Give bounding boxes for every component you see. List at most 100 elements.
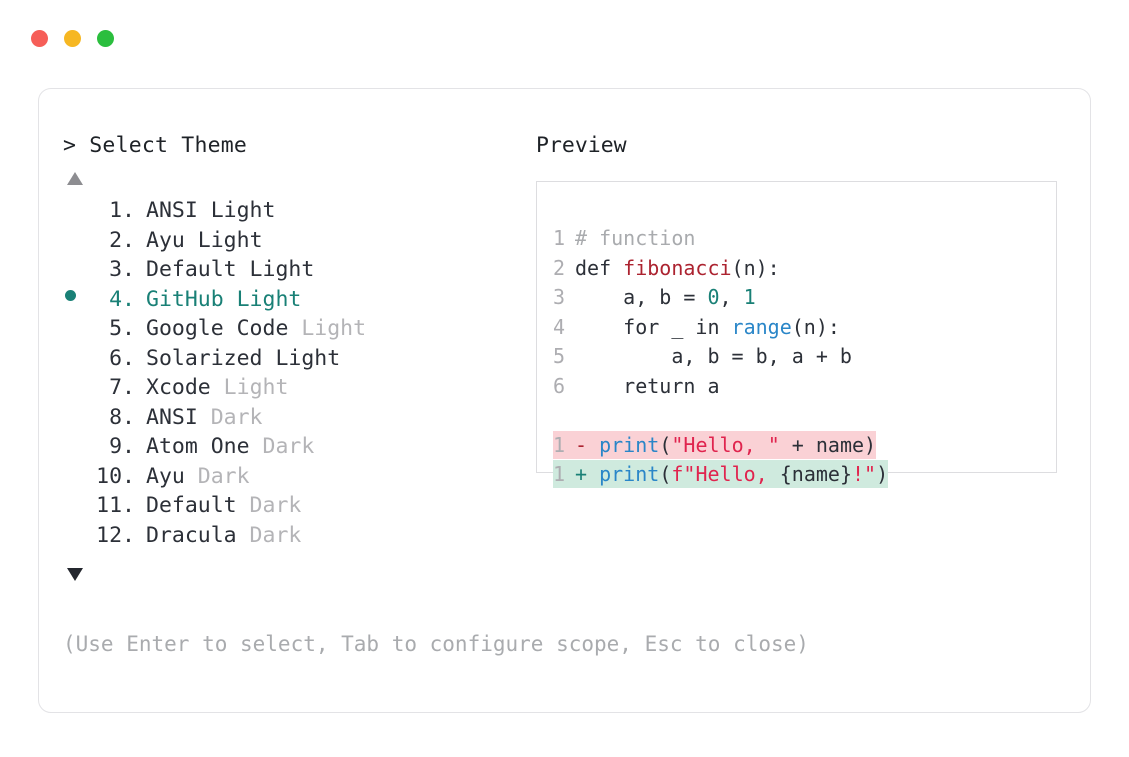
theme-item-name: Google Code xyxy=(146,316,289,341)
theme-item-index: 2. xyxy=(109,227,135,253)
theme-list-item[interactable]: 10. Ayu Dark xyxy=(63,464,533,494)
keyboard-hint: (Use Enter to select, Tab to configure s… xyxy=(63,632,809,656)
line-number: 6 xyxy=(553,373,566,398)
theme-item-index: 6. xyxy=(109,345,135,371)
line-number: 1 xyxy=(553,432,566,457)
theme-item-name: Default xyxy=(146,493,237,518)
select-theme-prompt: > Select Theme xyxy=(63,133,248,158)
diff-line-add: 1+ print(f"Hello, {name}!") xyxy=(553,460,1056,490)
code-token: print xyxy=(599,432,660,457)
diff-sign: - xyxy=(575,432,600,457)
theme-item-name: Solarized xyxy=(146,345,263,371)
code-token: (n): xyxy=(791,314,840,339)
code-token: "Hello, " xyxy=(671,432,780,457)
theme-list-item[interactable]: 9.Atom One Dark xyxy=(63,434,533,464)
theme-item-index: 12. xyxy=(96,522,135,548)
selection-bullet-icon xyxy=(65,289,76,301)
theme-item-name: Atom One xyxy=(146,434,250,459)
theme-list-item[interactable]: 1.ANSI Light xyxy=(63,198,533,228)
line-number: 1 xyxy=(553,226,566,250)
close-dot[interactable] xyxy=(31,30,48,47)
code-token: (n): xyxy=(731,255,780,280)
code-token: return a xyxy=(575,373,720,398)
theme-list-item[interactable]: 12.Dracula Dark xyxy=(63,523,533,553)
code-line: 4 for _ in range(n): xyxy=(553,313,1056,343)
theme-item-variant: Dark xyxy=(197,404,263,430)
code-token: ) xyxy=(876,462,889,486)
code-token: !" xyxy=(851,462,877,486)
code-line: 3 a, b = 0, 1 xyxy=(553,283,1056,313)
theme-item-variant: Light xyxy=(236,257,315,282)
diff-line-del: 1- print("Hello, " + name) xyxy=(553,430,1056,461)
theme-item-index: 5. xyxy=(109,316,135,341)
code-line: 5 a, b = b, a + b xyxy=(553,342,1056,372)
theme-item-variant: Light xyxy=(210,375,289,400)
code-token: , xyxy=(719,285,744,309)
theme-item-name: Default xyxy=(146,257,237,282)
line-number: 3 xyxy=(553,285,566,309)
theme-item-index: 3. xyxy=(109,257,135,282)
minimize-dot[interactable] xyxy=(64,30,81,47)
window-titlebar xyxy=(31,30,114,47)
diff-highlight: 1+ print(f"Hello, {name}!") xyxy=(553,460,889,488)
theme-list-item[interactable]: 5. Google Code Light xyxy=(63,316,533,346)
theme-item-variant: Dark xyxy=(249,434,315,459)
code-token: {name} xyxy=(779,462,852,486)
theme-item-name: Ayu xyxy=(146,227,185,253)
preview-label: Preview xyxy=(536,133,627,158)
code-token: print xyxy=(599,462,660,486)
theme-item-name: ANSI xyxy=(146,198,198,223)
code-line: 1 # function xyxy=(553,224,1056,254)
theme-list-item[interactable]: 7. Xcode Light xyxy=(63,375,533,405)
code-token: a, b = b, a + b xyxy=(575,344,852,368)
theme-item-index: 4. xyxy=(109,286,135,312)
code-token: for _ in xyxy=(575,314,732,339)
code-token: 1 xyxy=(743,285,756,309)
theme-list-item[interactable]: 4.GitHub Light xyxy=(63,287,533,317)
theme-item-variant: Light xyxy=(197,198,276,223)
code-token: 0 xyxy=(707,285,720,309)
code-line: 6 return a xyxy=(553,372,1056,402)
maximize-dot[interactable] xyxy=(97,30,114,47)
diff-sign: + xyxy=(575,462,600,486)
code-blank-line xyxy=(553,401,1056,431)
theme-item-index: 11. xyxy=(96,493,135,518)
code-token: + name) xyxy=(779,432,877,457)
line-number: 1 xyxy=(553,462,566,486)
triangle-up-icon[interactable] xyxy=(67,172,83,185)
code-token: ( xyxy=(659,462,672,486)
theme-item-name: Xcode xyxy=(146,375,211,400)
diff-highlight: 1- print("Hello, " + name) xyxy=(553,430,877,459)
theme-item-index: 7. xyxy=(109,375,135,400)
theme-item-variant: Light xyxy=(288,316,367,341)
theme-item-name: Ayu xyxy=(146,463,185,489)
line-number: 4 xyxy=(553,314,566,339)
theme-list-item[interactable]: 2.Ayu Light xyxy=(63,228,533,258)
theme-item-name: ANSI xyxy=(146,404,198,430)
theme-item-variant: Light xyxy=(262,345,341,371)
theme-list-item[interactable]: 6. Solarized Light xyxy=(63,346,533,376)
code-token: ( xyxy=(659,432,672,457)
code-token: def xyxy=(575,255,624,280)
selection-bullet-slot xyxy=(63,289,89,306)
code-token: # function xyxy=(575,226,696,250)
line-number: 5 xyxy=(553,344,566,368)
code-line: 2 def fibonacci(n): xyxy=(553,254,1056,284)
theme-item-variant: Light xyxy=(223,286,302,312)
theme-list-item[interactable]: 3. Default Light xyxy=(63,257,533,287)
theme-item-index: 8. xyxy=(109,404,135,430)
theme-list-item[interactable]: 11. Default Dark xyxy=(63,493,533,523)
triangle-down-icon[interactable] xyxy=(67,568,83,581)
line-number: 2 xyxy=(553,255,566,280)
theme-item-index: 10. xyxy=(96,463,135,489)
code-token: a, b = xyxy=(575,285,708,309)
code-token: fibonacci xyxy=(623,255,732,280)
theme-list-item[interactable]: 8. ANSI Dark xyxy=(63,405,533,435)
theme-item-variant: Dark xyxy=(236,493,302,518)
theme-item-variant: Dark xyxy=(184,463,250,489)
